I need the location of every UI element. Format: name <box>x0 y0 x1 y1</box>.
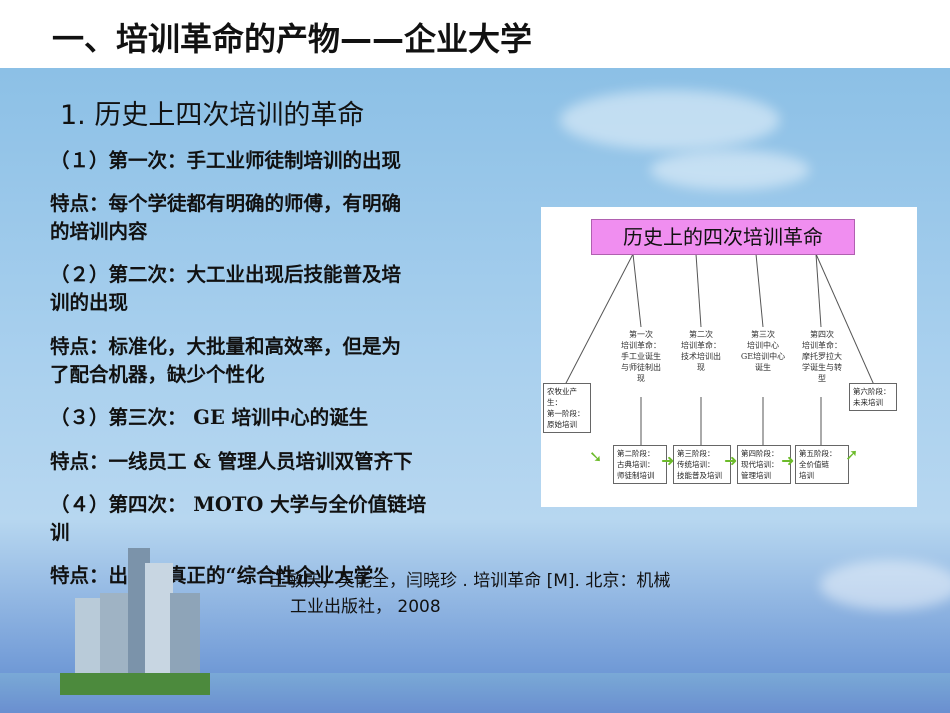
text-line: 训的出现 <box>50 291 129 314</box>
citation-line-2: 工业出版社， 2008 <box>290 597 441 617</box>
section-subtitle: 1. 历史上四次培训的革命 <box>60 100 365 131</box>
stage-box: 农牧业产生：第一阶段：原始培训 <box>543 383 591 433</box>
cloud-decoration <box>650 150 810 190</box>
cloud-decoration <box>560 90 780 150</box>
diagram-connectors <box>564 253 875 445</box>
text-line: 的培训内容 <box>50 220 148 243</box>
text-line: （２）第二次：大工业出现后技能普及培 <box>50 263 402 286</box>
text-line: 训 <box>50 521 70 544</box>
text-line: （４）第四次： MOTO 大学与全价值链培 <box>50 493 427 516</box>
cloud-decoration <box>820 560 950 610</box>
arrow-right-icon: ➘ <box>589 447 603 466</box>
text-line: 特点：一线员工 & 管理人员培训双管齐下 <box>50 450 413 473</box>
stage-box: 第二阶段：古典培训：师徒制培训 <box>613 445 667 484</box>
stage-box: 第三阶段：传统培训：技能普及培训 <box>673 445 731 484</box>
revolution-label: 第二次培训革命：技术培训出现 <box>681 330 721 372</box>
stage-box: 第六阶段：未来培训 <box>849 383 897 411</box>
revolution-label: 第一次培训革命：手工业诞生与师徒制出现 <box>621 330 661 383</box>
text-line: 特点：标准化，大批量和高效率，但是为 <box>50 335 402 358</box>
text-line: 特点：每个学徒都有明确的师傅，有明确 <box>50 192 402 215</box>
training-revolution-diagram: 历史上的四次培训革命 第一次培训革命：手工业诞生与师徒制出现 第二次培训革命：技… <box>541 207 917 507</box>
arrow-right-icon: ➜ <box>781 451 795 470</box>
arrow-right-icon: ➜ <box>724 451 738 470</box>
title-band <box>0 0 950 68</box>
text-line: 了配合机器，缺少个性化 <box>50 363 265 386</box>
diagram-title: 历史上的四次培训革命 <box>591 219 855 255</box>
text-line: （１）第一次：手工业师徒制培训的出现 <box>50 149 402 172</box>
citation-line-1: 王敏庆，吴能全，闫晓珍 . 培训革命 [M]. 北京：机械 <box>270 571 671 591</box>
citation: 王敏庆，吴能全，闫晓珍 . 培训革命 [M]. 北京：机械 工业出版社， 200… <box>270 568 790 620</box>
slide-title: 一、培训革命的产物——企业大学 <box>52 20 533 58</box>
text-line: （３）第三次： GE 培训中心的诞生 <box>50 406 369 429</box>
arrow-up-right-icon: ➚ <box>845 445 859 464</box>
revolution-label: 第四次培训革命：摩托罗拉大学诞生与转型 <box>802 330 842 383</box>
arrow-right-icon: ➜ <box>661 451 675 470</box>
stage-box: 第四阶段：现代培训：管理培训 <box>737 445 791 484</box>
stage-box: 第五阶段：全价值链培训 <box>795 445 849 484</box>
